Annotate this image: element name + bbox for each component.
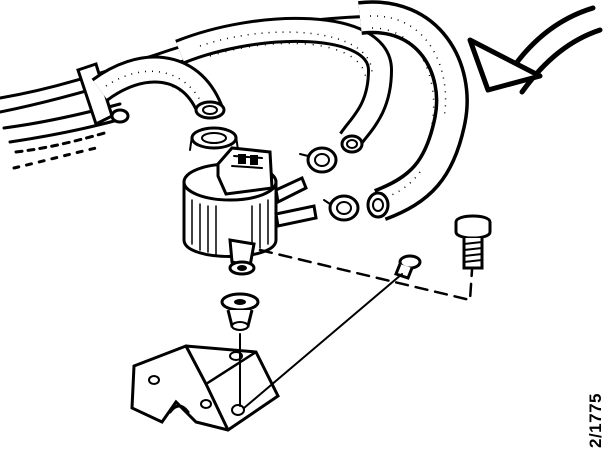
rubber-grommet: [220, 292, 260, 331]
hose-clamp-middle: [299, 146, 338, 174]
upper-left-hose: [91, 55, 226, 120]
mounting-bracket: [130, 344, 280, 432]
bundle-strap: [76, 62, 130, 127]
assembly-guide-lines: [239, 248, 474, 409]
direction-arrow: [467, 5, 603, 95]
mounting-bolt: [394, 254, 422, 280]
hose-clamp-right: [323, 194, 360, 222]
figure-reference-code: 2/1775: [586, 393, 605, 448]
mounting-screw: [454, 214, 492, 270]
hose-clamp-left: [189, 126, 239, 151]
right-hose: [358, 0, 469, 221]
middle-hose: [175, 16, 394, 154]
electrical-connector: [216, 146, 274, 196]
